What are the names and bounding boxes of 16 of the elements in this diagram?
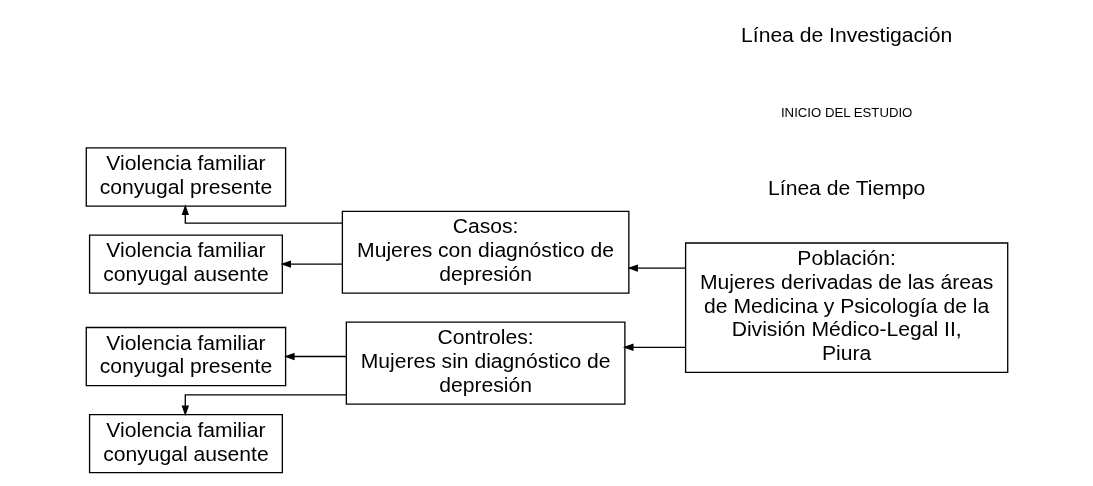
label: Línea de Investigación [740,23,952,47]
node-box: Violencia familiar conyugal ausente [88,234,283,294]
arrow [279,260,343,268]
node-box: Controles: Mujeres sin diagnóstico de depresión [345,321,626,405]
arrow [181,394,347,417]
label: INICIO DEL ESTUDIO [780,104,912,120]
node-box: Violencia familiar conyugal presente [85,326,286,387]
arrow [622,343,686,351]
arrow [283,352,347,361]
label: Línea de Tiempo [767,176,925,200]
arrow [181,204,343,224]
node-box: Casos: Mujeres con diagnóstico de depresión [341,210,629,294]
node-box: Población: Mujeres derivadas de las áreas de Medicina y Psicología de la División Médico-Legal II, Piura [684,242,1008,374]
arrow [626,264,686,272]
node-box: Violencia familiar conyugal presente [85,147,286,207]
node-box: Violencia familiar conyugal ausente [88,413,283,474]
